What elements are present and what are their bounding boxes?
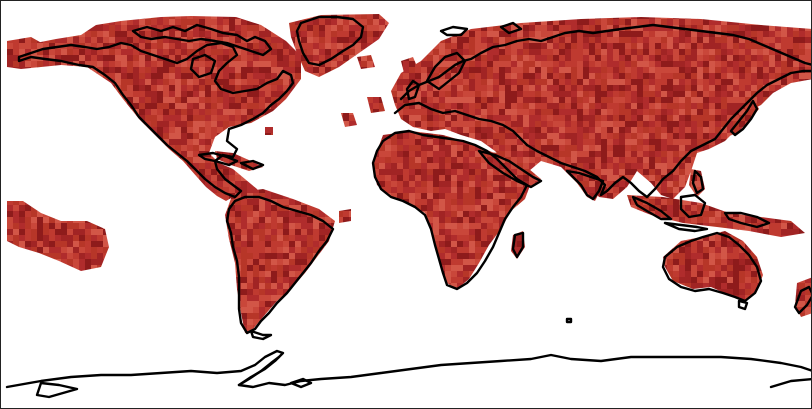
coastline-borneo [679, 193, 707, 219]
coastline-arabia [477, 149, 543, 189]
coastline-africa [371, 129, 529, 291]
coastline-scandinavia [425, 51, 467, 91]
coastline-antarctica [5, 349, 811, 389]
coastline-philippines [691, 169, 705, 195]
coastline-tasmania [737, 299, 749, 311]
coastline-antarctic-peninsula [237, 355, 281, 387]
coastline-iberia-med [393, 101, 529, 147]
coastline-south-america [225, 195, 335, 335]
coastlines [5, 15, 811, 399]
coastline-sumatra [631, 195, 673, 221]
coastline-south-georgia [565, 317, 573, 324]
coastline-hudson-bay [189, 53, 217, 79]
coastline-asia-east [525, 69, 811, 199]
coastline-tierra-del-fuego [249, 329, 273, 341]
coastline-british-isles [405, 79, 421, 101]
coastline-new-guinea [723, 211, 771, 229]
coastline-canada-islands [131, 23, 273, 57]
coastline-japan [729, 99, 759, 137]
coastline-india [565, 169, 605, 201]
coastline-north-america [17, 41, 295, 199]
coastline-madagascar [511, 231, 525, 259]
coastline-hispaniola [239, 159, 265, 171]
coastline-antarctic-ice-shelf [35, 381, 79, 399]
coastline-antarctica-east-bulge [769, 377, 811, 389]
coastline-new-zealand [793, 285, 811, 315]
coastline-arctic-islands [499, 21, 523, 35]
coastline-greenland [295, 15, 365, 67]
coastline-java [663, 221, 709, 233]
coastline-australia [661, 231, 763, 303]
coastline-svalbard [439, 25, 469, 37]
coastline-europe [399, 23, 811, 101]
coastline-cuba [197, 151, 239, 167]
coastline-antarctic-islet [289, 377, 313, 389]
